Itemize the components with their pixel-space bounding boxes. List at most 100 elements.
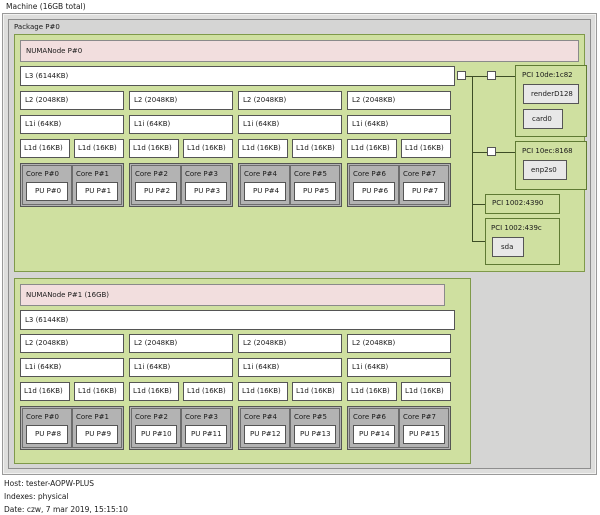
pu-1-3[interactable] bbox=[185, 425, 227, 444]
l1d-cache-1-6-label: L1d (16KB) bbox=[351, 387, 390, 395]
osdev-sda[interactable] bbox=[492, 237, 524, 257]
l1i-cache-1-1-label: L1i (64KB) bbox=[134, 363, 171, 371]
pu-1-2-label: PU P#10 bbox=[141, 430, 172, 438]
l2-cache-0-3-label: L2 (2048KB) bbox=[352, 96, 396, 104]
pu-0-4-label: PU P#4 bbox=[253, 187, 280, 195]
l1i-cache-0-1[interactable] bbox=[129, 115, 233, 134]
pu-0-2[interactable] bbox=[135, 182, 177, 201]
pci-root-stub-line bbox=[466, 76, 473, 77]
l2-cache-1-2[interactable] bbox=[238, 334, 342, 353]
pci-root-bridge-icon[interactable] bbox=[457, 71, 466, 80]
l1i-cache-0-0[interactable] bbox=[20, 115, 124, 134]
osdev-enp2s0-label: enp2s0 bbox=[531, 166, 557, 174]
l1d-cache-1-7[interactable] bbox=[401, 382, 451, 401]
l1d-cache-0-2[interactable] bbox=[129, 139, 179, 158]
l2-cache-0-2[interactable] bbox=[238, 91, 342, 110]
osdev-card0[interactable] bbox=[523, 109, 563, 129]
l1i-cache-0-2[interactable] bbox=[238, 115, 342, 134]
package-label: Package P#0 bbox=[14, 23, 60, 31]
pu-0-3[interactable] bbox=[185, 182, 227, 201]
l1i-cache-0-0-label: L1i (64KB) bbox=[25, 120, 62, 128]
l2-cache-0-3[interactable] bbox=[347, 91, 451, 110]
l1d-cache-0-3[interactable] bbox=[183, 139, 233, 158]
l2-cache-1-3[interactable] bbox=[347, 334, 451, 353]
l1d-cache-1-5-label: L1d (16KB) bbox=[296, 387, 335, 395]
l2-cache-1-1[interactable] bbox=[129, 334, 233, 353]
l1d-cache-0-6[interactable] bbox=[347, 139, 397, 158]
core-1-7-label: Core P#7 bbox=[403, 413, 436, 421]
pu-1-4[interactable] bbox=[244, 425, 286, 444]
l1d-cache-0-5[interactable] bbox=[292, 139, 342, 158]
pu-1-0[interactable] bbox=[26, 425, 68, 444]
l1i-cache-1-0[interactable] bbox=[20, 358, 124, 377]
l2-cache-0-1[interactable] bbox=[129, 91, 233, 110]
l1d-cache-1-5[interactable] bbox=[292, 382, 342, 401]
pci-branch-line-1 bbox=[472, 152, 487, 153]
l1i-cache-1-2-label: L1i (64KB) bbox=[243, 363, 280, 371]
core-1-6-label: Core P#6 bbox=[353, 413, 386, 421]
footer-date: Date: czw, 7 mar 2019, 15:15:10 bbox=[4, 505, 128, 514]
core-1-1-label: Core P#1 bbox=[76, 413, 109, 421]
pu-0-7[interactable] bbox=[403, 182, 445, 201]
l1d-cache-0-1[interactable] bbox=[74, 139, 124, 158]
pci-link-line-1 bbox=[496, 152, 515, 153]
l1d-cache-1-0-label: L1d (16KB) bbox=[24, 387, 63, 395]
l1d-cache-1-1[interactable] bbox=[74, 382, 124, 401]
l1d-cache-1-4[interactable] bbox=[238, 382, 288, 401]
numa-memory-1[interactable] bbox=[20, 284, 445, 306]
l1i-cache-0-1-label: L1i (64KB) bbox=[134, 120, 171, 128]
l1d-cache-1-2[interactable] bbox=[129, 382, 179, 401]
l1i-cache-1-2[interactable] bbox=[238, 358, 342, 377]
pu-1-5-label: PU P#13 bbox=[300, 430, 331, 438]
l1i-cache-0-3[interactable] bbox=[347, 115, 451, 134]
l1d-cache-0-5-label: L1d (16KB) bbox=[296, 144, 335, 152]
l1d-cache-0-4[interactable] bbox=[238, 139, 288, 158]
l1i-cache-1-3-label: L1i (64KB) bbox=[352, 363, 389, 371]
pu-0-0[interactable] bbox=[26, 182, 68, 201]
pu-1-3-label: PU P#11 bbox=[191, 430, 222, 438]
l3-cache-0[interactable] bbox=[20, 66, 455, 86]
osdev-enp2s0[interactable] bbox=[523, 160, 567, 180]
pu-1-7-label: PU P#15 bbox=[409, 430, 440, 438]
core-1-5-label: Core P#5 bbox=[294, 413, 327, 421]
l2-cache-0-0[interactable] bbox=[20, 91, 124, 110]
l3-cache-1[interactable] bbox=[20, 310, 455, 330]
l2-cache-0-2-label: L2 (2048KB) bbox=[243, 96, 287, 104]
l2-cache-1-2-label: L2 (2048KB) bbox=[243, 339, 287, 347]
pu-1-2[interactable] bbox=[135, 425, 177, 444]
pci-link-line-0 bbox=[496, 76, 515, 77]
numa-memory-1-label: NUMANode P#1 (16GB) bbox=[26, 291, 110, 299]
core-0-6-label: Core P#6 bbox=[353, 170, 386, 178]
l1i-cache-1-1[interactable] bbox=[129, 358, 233, 377]
core-1-4-label: Core P#4 bbox=[244, 413, 277, 421]
l1d-cache-0-6-label: L1d (16KB) bbox=[351, 144, 390, 152]
l1d-cache-1-0[interactable] bbox=[20, 382, 70, 401]
l3-cache-0-label: L3 (6144KB) bbox=[25, 72, 69, 80]
l1d-cache-1-1-label: L1d (16KB) bbox=[78, 387, 117, 395]
l1d-cache-1-6[interactable] bbox=[347, 382, 397, 401]
l1d-cache-1-3[interactable] bbox=[183, 382, 233, 401]
pu-1-7[interactable] bbox=[403, 425, 445, 444]
l1i-cache-1-3[interactable] bbox=[347, 358, 451, 377]
l1d-cache-0-0[interactable] bbox=[20, 139, 70, 158]
l1d-cache-0-7[interactable] bbox=[401, 139, 451, 158]
pu-0-7-label: PU P#7 bbox=[412, 187, 439, 195]
pu-0-6[interactable] bbox=[353, 182, 395, 201]
pci-device-2-label: PCI 1002:4390 bbox=[492, 199, 544, 207]
l2-cache-1-0[interactable] bbox=[20, 334, 124, 353]
pu-0-4[interactable] bbox=[244, 182, 286, 201]
pu-1-5[interactable] bbox=[294, 425, 336, 444]
pu-1-1[interactable] bbox=[76, 425, 118, 444]
numa-memory-0[interactable] bbox=[20, 40, 579, 62]
pu-0-1[interactable] bbox=[76, 182, 118, 201]
pu-0-5[interactable] bbox=[294, 182, 336, 201]
pci-device-3-label: PCI 1002:439c bbox=[491, 224, 542, 232]
osdev-renderD128[interactable] bbox=[523, 84, 579, 104]
pci-bridge-icon-0[interactable] bbox=[487, 71, 496, 80]
pci-device-2[interactable] bbox=[485, 194, 560, 214]
pci-bridge-icon-1[interactable] bbox=[487, 147, 496, 156]
l1i-cache-0-2-label: L1i (64KB) bbox=[243, 120, 280, 128]
pu-1-6[interactable] bbox=[353, 425, 395, 444]
core-1-2-label: Core P#2 bbox=[135, 413, 168, 421]
osdev-sda-label: sda bbox=[501, 243, 514, 251]
